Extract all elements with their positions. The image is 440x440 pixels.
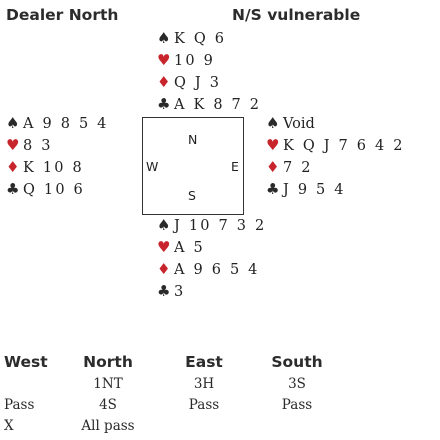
spade-icon: ♠ xyxy=(266,114,280,132)
card-list: K Q 6 xyxy=(174,31,227,47)
card-list: A 9 8 5 4 xyxy=(23,116,109,132)
club-icon: ♣ xyxy=(157,95,171,113)
card-list: 8 3 xyxy=(23,138,53,154)
card-list: A 5 xyxy=(174,240,205,256)
west-clubs: ♣Q 10 6 xyxy=(6,178,109,200)
east-spades: ♠Void xyxy=(266,112,405,134)
compass-west: W xyxy=(146,159,159,174)
heart-icon: ♥ xyxy=(157,238,171,256)
compass-box: N W E S xyxy=(142,117,244,215)
club-icon: ♣ xyxy=(266,180,280,198)
compass-east: E xyxy=(231,159,239,174)
heart-icon: ♥ xyxy=(157,51,171,69)
spade-icon: ♠ xyxy=(6,114,20,132)
auction-call xyxy=(4,374,74,395)
north-diamonds: ♦Q J 3 xyxy=(157,71,261,93)
card-list: Q J 3 xyxy=(174,75,222,91)
auction-header: West xyxy=(4,353,48,371)
south-spades: ♠J 10 7 3 2 xyxy=(157,214,266,236)
heart-icon: ♥ xyxy=(6,136,20,154)
north-spades: ♠K Q 6 xyxy=(157,27,261,49)
vulnerability-label: N/S vulnerable xyxy=(232,6,361,24)
auction-call: Pass xyxy=(4,397,35,413)
card-list: 3 xyxy=(174,284,186,300)
diamond-icon: ♦ xyxy=(266,158,280,176)
auction-call: 1NT xyxy=(93,376,123,392)
card-list: J 10 7 3 2 xyxy=(174,218,267,234)
heart-icon: ♥ xyxy=(266,136,280,154)
spade-icon: ♠ xyxy=(157,29,171,47)
west-hand: ♠A 9 8 5 4 ♥8 3 ♦K 10 8 ♣Q 10 6 xyxy=(6,112,109,200)
auction-col-east: East 3H Pass xyxy=(168,350,240,437)
compass-north: N xyxy=(188,132,198,147)
card-list: J 9 5 4 xyxy=(283,182,346,198)
auction-header: South xyxy=(271,353,323,371)
auction-call xyxy=(168,416,240,437)
card-list: 10 9 xyxy=(174,53,216,69)
diamond-icon: ♦ xyxy=(6,158,20,176)
card-list: A K 8 7 2 xyxy=(174,97,262,113)
south-clubs: ♣3 xyxy=(157,280,266,302)
dealer-label: Dealer North xyxy=(6,6,119,24)
auction-call: 3H xyxy=(193,376,215,392)
east-hearts: ♥K Q J 7 6 4 2 xyxy=(266,134,405,156)
west-diamonds: ♦K 10 8 xyxy=(6,156,109,178)
west-hearts: ♥8 3 xyxy=(6,134,109,156)
north-hand: ♠K Q 6 ♥10 9 ♦Q J 3 ♣A K 8 7 2 xyxy=(157,27,261,115)
auction-call: 3S xyxy=(288,376,306,392)
spade-icon: ♠ xyxy=(157,216,171,234)
east-diamonds: ♦7 2 xyxy=(266,156,405,178)
auction-call: Pass xyxy=(188,397,220,413)
card-list: Void xyxy=(283,116,315,132)
club-icon: ♣ xyxy=(157,282,171,300)
card-list: 7 2 xyxy=(283,160,313,176)
auction-col-west: West Pass X xyxy=(4,350,74,437)
north-clubs: ♣A K 8 7 2 xyxy=(157,93,261,115)
card-list: A 9 6 5 4 xyxy=(174,262,260,278)
north-hearts: ♥10 9 xyxy=(157,49,261,71)
club-icon: ♣ xyxy=(6,180,20,198)
card-list: K 10 8 xyxy=(23,160,84,176)
diamond-icon: ♦ xyxy=(157,260,171,278)
south-hearts: ♥A 5 xyxy=(157,236,266,258)
auction-call: Pass xyxy=(281,397,313,413)
compass-south: S xyxy=(188,188,196,203)
south-diamonds: ♦A 9 6 5 4 xyxy=(157,258,266,280)
auction-call: All pass xyxy=(81,418,135,434)
auction-call: X xyxy=(4,418,14,434)
auction-col-south: South 3S Pass xyxy=(252,350,342,437)
diamond-icon: ♦ xyxy=(157,73,171,91)
auction-header: North xyxy=(83,353,133,371)
card-list: Q 10 6 xyxy=(23,182,85,198)
east-clubs: ♣J 9 5 4 xyxy=(266,178,405,200)
auction-col-north: North 1NT 4S All pass xyxy=(70,350,146,437)
south-hand: ♠J 10 7 3 2 ♥A 5 ♦A 9 6 5 4 ♣3 xyxy=(157,214,266,302)
west-spades: ♠A 9 8 5 4 xyxy=(6,112,109,134)
card-list: K Q J 7 6 4 2 xyxy=(283,138,405,154)
auction-header: East xyxy=(185,353,223,371)
auction-call: 4S xyxy=(99,397,117,413)
auction-call xyxy=(252,416,342,437)
east-hand: ♠Void ♥K Q J 7 6 4 2 ♦7 2 ♣J 9 5 4 xyxy=(266,112,405,200)
